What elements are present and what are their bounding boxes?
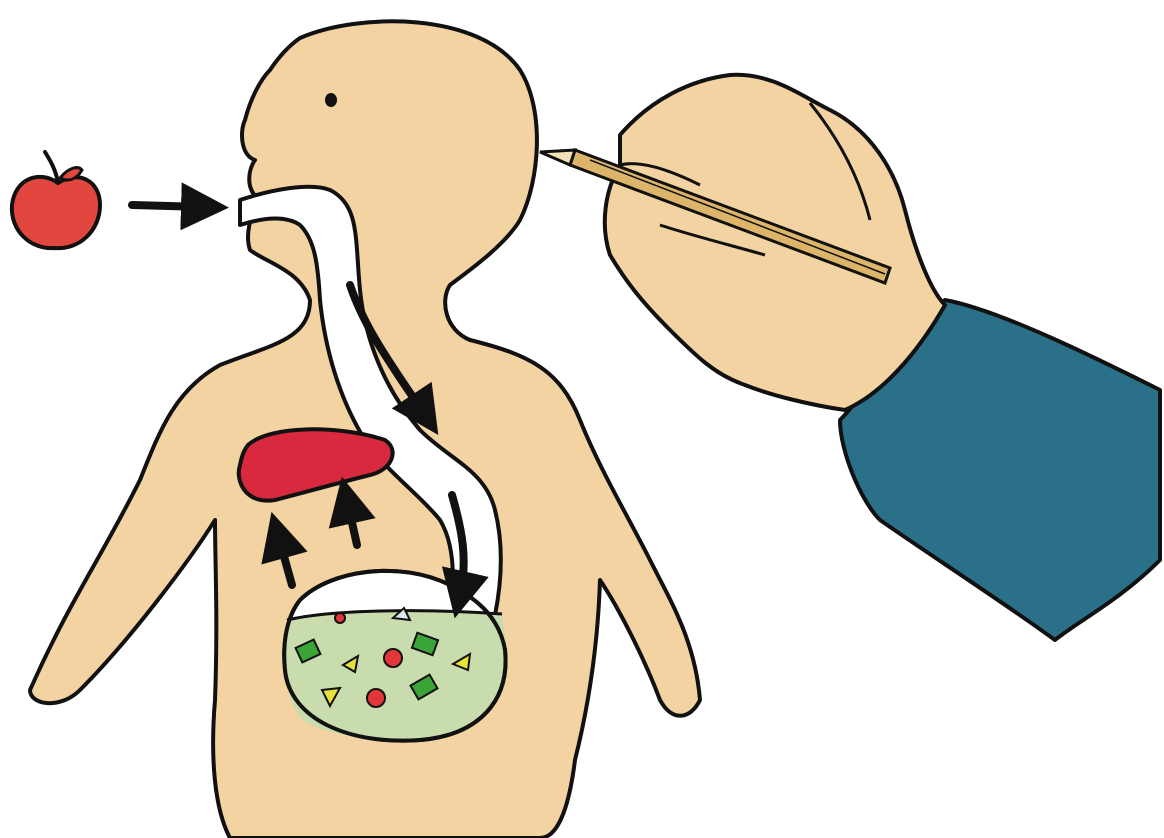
food-piece-red (367, 689, 385, 707)
apple-body (12, 177, 100, 248)
arrow-icon (132, 205, 205, 207)
stomach (284, 571, 506, 741)
food-piece-red (335, 613, 345, 623)
eye (325, 93, 337, 107)
pencil-tip (540, 150, 575, 165)
food-piece-red (384, 649, 402, 667)
apple-icon (12, 152, 100, 248)
